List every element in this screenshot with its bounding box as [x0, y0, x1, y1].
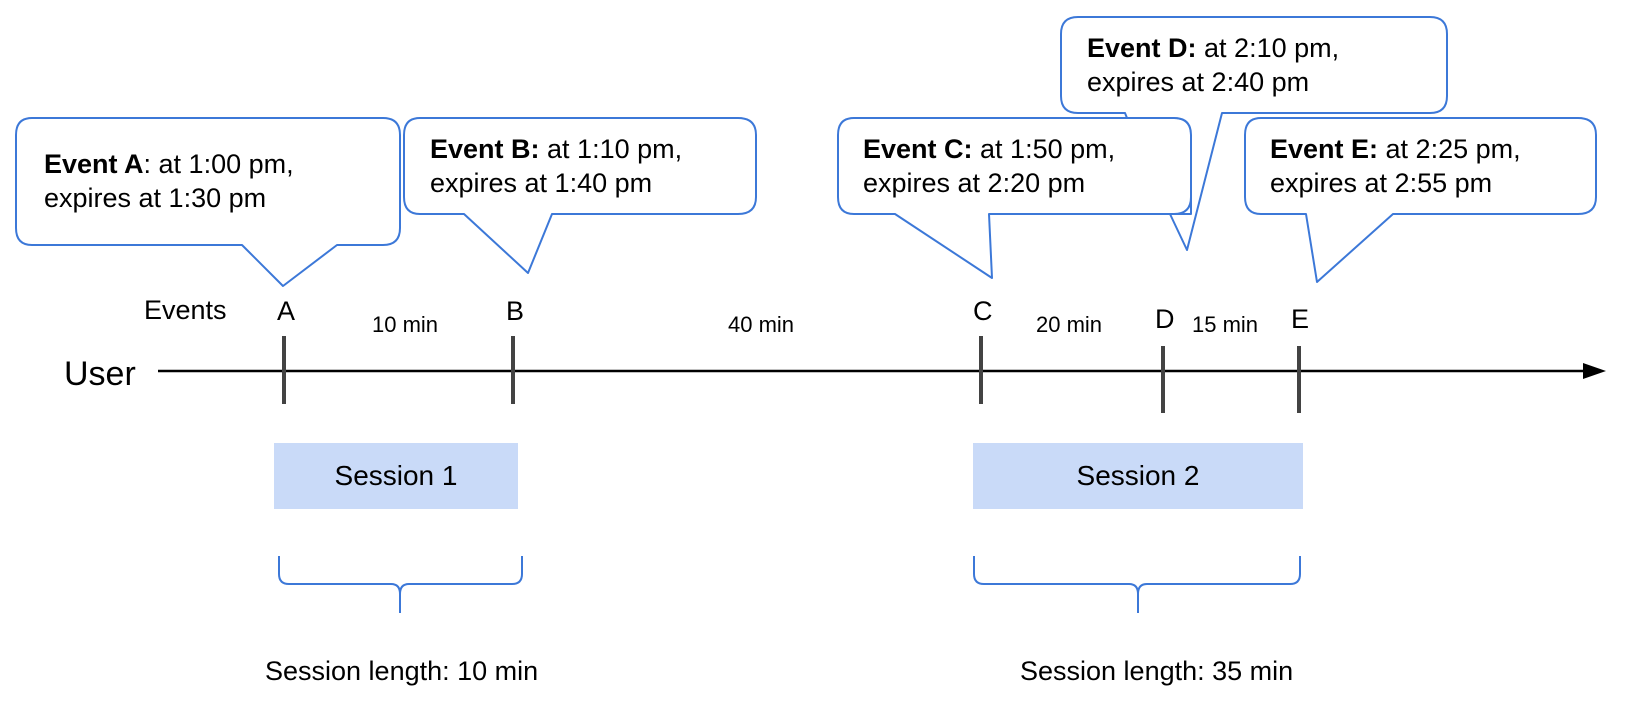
event-letter-d: D: [1155, 304, 1175, 334]
event-letter-e: E: [1291, 304, 1310, 334]
session-2-box: Session 2: [973, 443, 1303, 509]
event-d-callout: [1060, 16, 1448, 251]
event-e-callout: [1244, 117, 1597, 283]
event-b-name: Event B:: [430, 134, 540, 164]
interval-a-b: 10 min: [372, 312, 439, 337]
event-a-expiry: expires at 1:30 pm: [44, 183, 267, 213]
event-a-name: Event A: [44, 149, 144, 179]
event-d-time: at 2:10 pm,: [1196, 33, 1340, 63]
event-d-name: Event D:: [1087, 33, 1197, 63]
user-axis-label: User: [64, 355, 136, 393]
event-e-description: Event E: at 2:25 pm, expires at 2:55 pm: [1270, 132, 1521, 200]
session-1-box: Session 1: [274, 443, 518, 509]
event-e-expiry: expires at 2:55 pm: [1270, 168, 1493, 198]
interval-b-c: 40 min: [728, 312, 795, 337]
event-letter-b: B: [506, 296, 525, 326]
event-c-name: Event C:: [863, 134, 973, 164]
event-b-callout: [403, 117, 757, 274]
axis-arrowhead-icon: [1583, 363, 1606, 379]
event-d-description: Event D: at 2:10 pm, expires at 2:40 pm: [1087, 31, 1339, 99]
event-b-expiry: expires at 1:40 pm: [430, 168, 653, 198]
event-d-expiry: expires at 2:40 pm: [1087, 67, 1310, 97]
session-2-brace: [973, 556, 1301, 613]
event-a-description: Event A: at 1:00 pm, expires at 1:30 pm: [44, 147, 294, 215]
event-a-callout: [15, 117, 401, 287]
session-1-length: Session length: 10 min: [265, 656, 539, 686]
event-b-description: Event B: at 1:10 pm, expires at 1:40 pm: [430, 132, 682, 200]
event-e-time: at 2:25 pm,: [1378, 134, 1521, 164]
interval-c-d: 20 min: [1036, 312, 1103, 337]
events-row-label: Events: [144, 295, 227, 325]
event-c-expiry: expires at 2:20 pm: [863, 168, 1086, 198]
event-letter-a: A: [277, 296, 296, 326]
session-1-brace: [278, 556, 523, 613]
event-b-time: at 1:10 pm,: [539, 134, 683, 164]
event-c-description: Event C: at 1:50 pm, expires at 2:20 pm: [863, 132, 1115, 200]
interval-d-e: 15 min: [1192, 312, 1259, 337]
event-a-time: : at 1:00 pm,: [143, 149, 294, 179]
event-letter-c: C: [973, 296, 993, 326]
session-2-length: Session length: 35 min: [1020, 656, 1294, 686]
event-e-name: Event E:: [1270, 134, 1379, 164]
event-c-time: at 1:50 pm,: [972, 134, 1116, 164]
